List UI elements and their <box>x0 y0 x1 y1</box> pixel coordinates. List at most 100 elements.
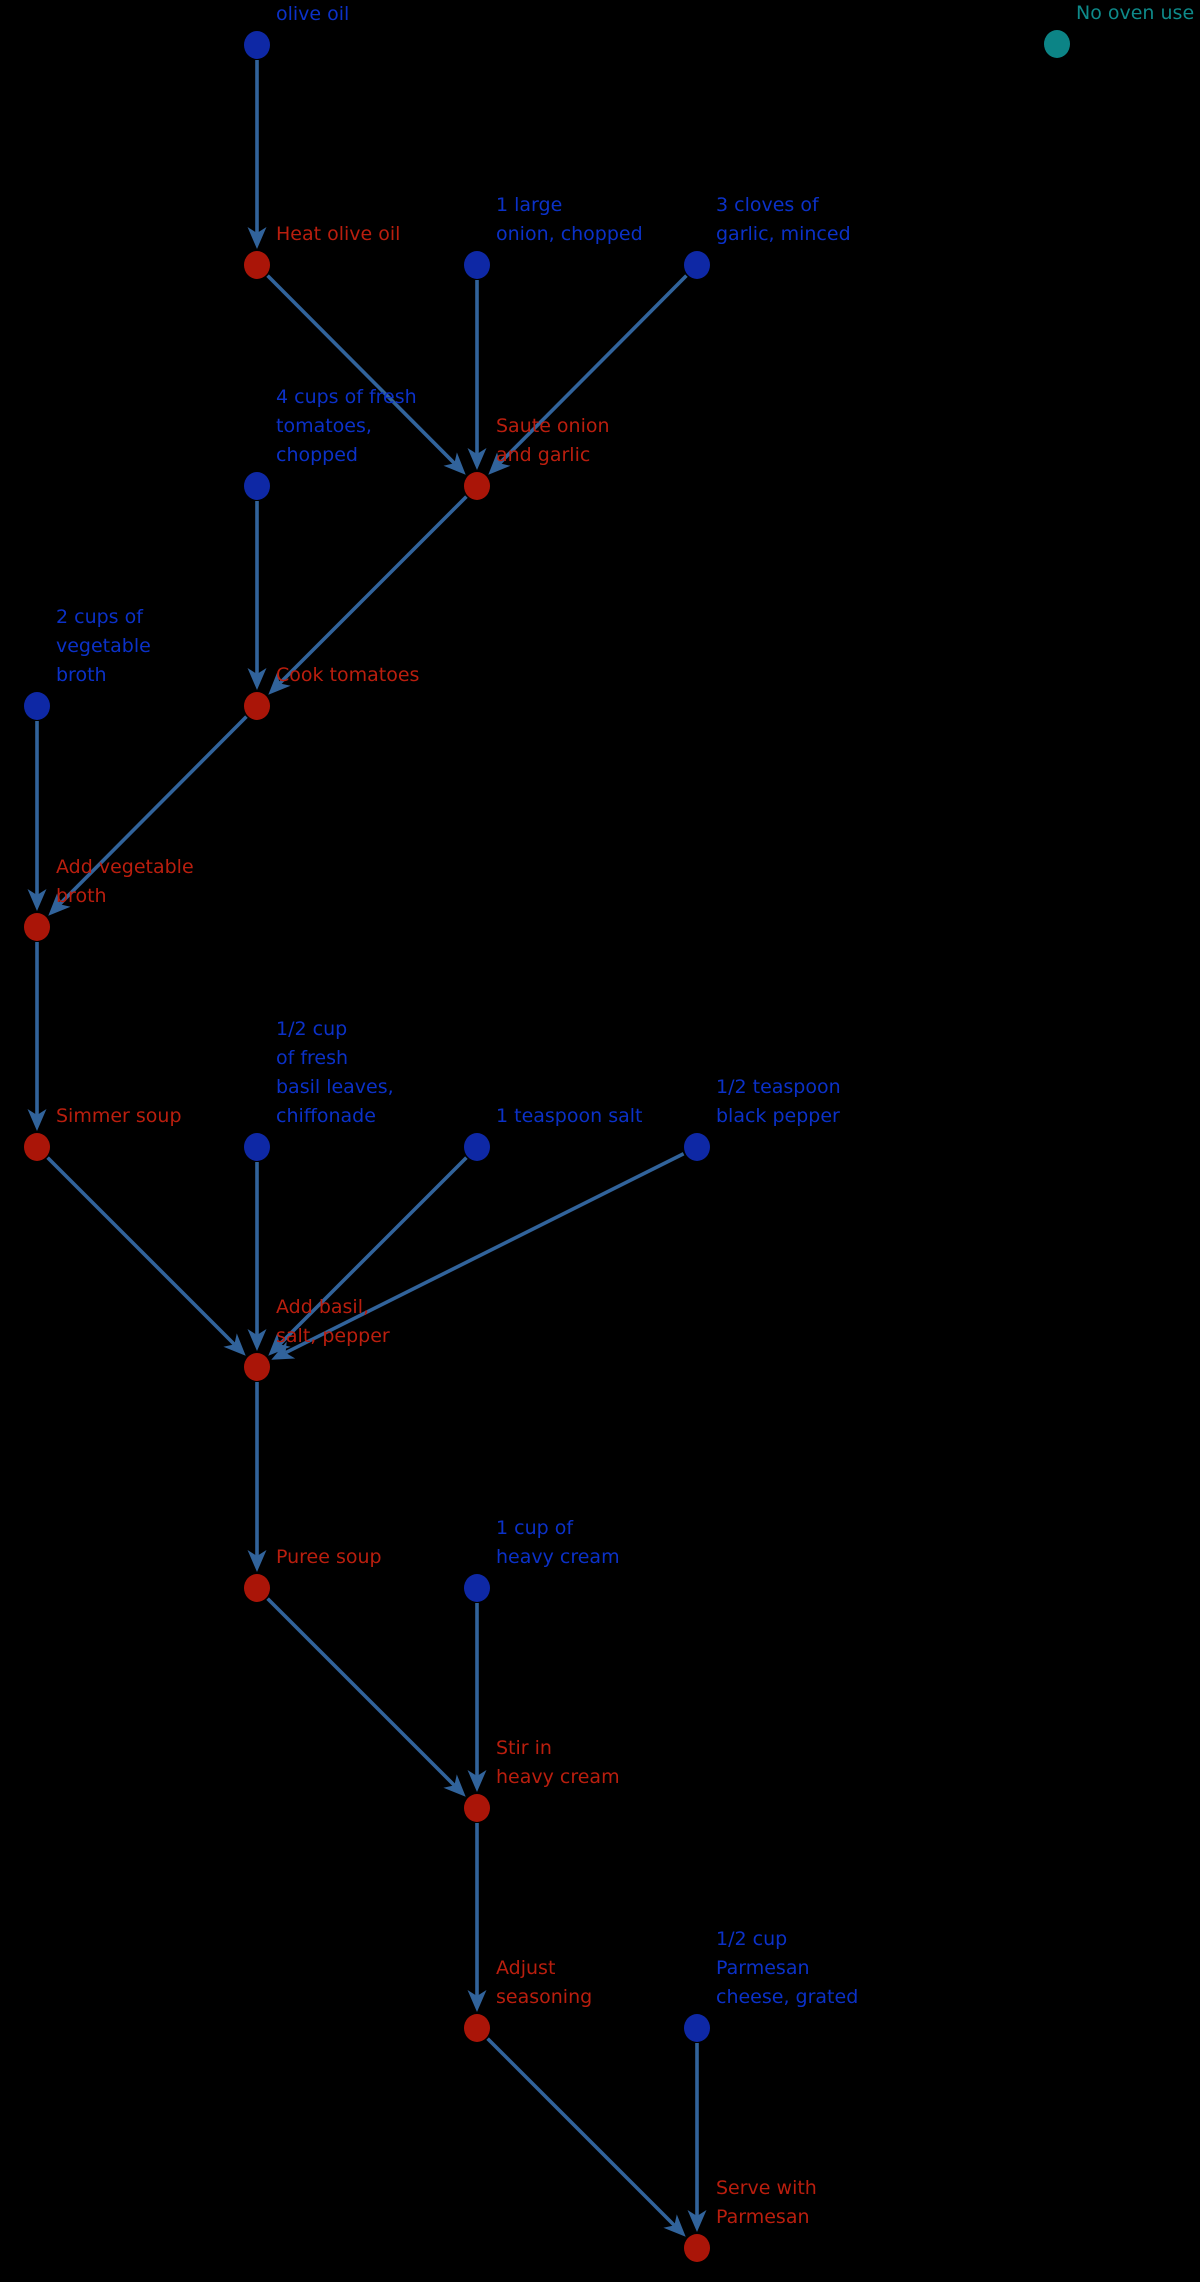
label-line: 2 cups of <box>56 606 143 628</box>
node-heat_oil <box>244 251 270 279</box>
node-serve <box>684 2234 710 2262</box>
node-label-heat_oil: Heat olive oil <box>276 220 400 249</box>
label-line: 1 large <box>496 194 563 216</box>
node-label-salt: 1 teaspoon salt <box>496 1102 642 1131</box>
label-line: of fresh <box>276 1047 349 1069</box>
node-cream <box>464 1574 490 1602</box>
node-label-olive_oil: olive oil <box>276 0 349 29</box>
edge-salt-to-add_basil <box>278 1156 468 1346</box>
label-line: seasoning <box>496 1986 593 2008</box>
label-line: Parmesan <box>716 1957 810 1979</box>
label-line: heavy cream <box>496 1546 620 1568</box>
arrowhead-parmesan-to-serve <box>687 2210 707 2232</box>
label-line: 1/2 cup <box>716 1928 788 1950</box>
label-line: 1/2 teaspoon <box>716 1076 841 1098</box>
label-line: broth <box>56 885 107 907</box>
label-line: Heat olive oil <box>276 223 401 245</box>
label-line: olive oil <box>276 3 350 25</box>
arrowhead-basil-to-add_basil <box>247 1329 267 1351</box>
label-line: garlic, minced <box>716 223 851 245</box>
node-label-saute: Saute onion and garlic <box>496 412 610 470</box>
node-label-cream: 1 cup of heavy cream <box>496 1514 620 1572</box>
arrowhead-salt-to-add_basil <box>268 1333 291 1356</box>
arrowhead-cream-to-stir_cream <box>467 1770 487 1792</box>
arrowhead-heat_oil-to-saute <box>443 452 466 475</box>
edge-puree-to-stir_cream <box>266 1597 456 1787</box>
arrowhead-stir_cream-to-adjust <box>467 1990 487 2012</box>
node-pepper <box>684 1133 710 1161</box>
node-label-cook_tomatoes: Cook tomatoes <box>276 661 419 690</box>
node-puree <box>244 1574 270 1602</box>
arrowhead-saute-to-cook_tomatoes <box>268 672 291 695</box>
arrowhead-broth-to-add_broth <box>27 889 47 911</box>
label-line: broth <box>56 664 107 686</box>
label-line: onion, chopped <box>496 223 643 245</box>
node-no_oven <box>1044 30 1070 58</box>
label-line: chiffonade <box>276 1105 376 1127</box>
label-line: vegetable <box>56 635 151 657</box>
arrowhead-olive_oil-to-heat_oil <box>247 227 267 249</box>
node-onion <box>464 251 490 279</box>
label-line: tomatoes, <box>276 415 372 437</box>
node-label-garlic: 3 cloves of garlic, minced <box>716 191 851 249</box>
node-simmer <box>24 1133 50 1161</box>
label-line: Puree soup <box>276 1546 382 1568</box>
label-line: Add vegetable <box>56 856 194 878</box>
label-line: salt, pepper <box>276 1325 390 1347</box>
label-line: Parmesan <box>716 2206 810 2228</box>
node-add_broth <box>24 913 50 941</box>
arrowhead-simmer-to-add_basil <box>223 1333 246 1356</box>
node-label-add_broth: Add vegetable broth <box>56 853 194 911</box>
node-label-puree: Puree soup <box>276 1543 382 1572</box>
label-line: 1 teaspoon salt <box>496 1105 643 1127</box>
node-basil <box>244 1133 270 1161</box>
arrowhead-garlic-to-saute <box>488 452 511 475</box>
label-line: No oven use <box>1076 2 1195 24</box>
edge-heat_oil-to-saute <box>266 274 456 465</box>
node-label-add_basil: Add basil, salt, pepper <box>276 1293 390 1351</box>
edge-garlic-to-saute <box>498 274 688 465</box>
node-label-tomatoes: 4 cups of fresh tomatoes, chopped <box>276 383 417 470</box>
node-broth <box>24 692 50 720</box>
label-line: and garlic <box>496 444 591 466</box>
label-line: Serve with <box>716 2177 817 2199</box>
node-label-broth: 2 cups of vegetable broth <box>56 603 151 690</box>
node-tomatoes <box>244 472 270 500</box>
arrowhead-onion-to-saute <box>467 448 487 470</box>
node-label-no_oven: No oven use <box>1076 0 1194 28</box>
node-garlic <box>684 251 710 279</box>
label-line: cheese, grated <box>716 1986 859 2008</box>
label-line: Simmer soup <box>56 1105 182 1127</box>
label-line: 1/2 cup <box>276 1018 348 1040</box>
edge-simmer-to-add_basil <box>46 1156 236 1346</box>
edge-saute-to-cook_tomatoes <box>278 495 468 685</box>
node-add_basil <box>244 1353 270 1381</box>
arrowhead-cook_tomatoes-to-add_broth <box>48 893 71 916</box>
label-line: 3 cloves of <box>716 194 819 216</box>
node-saute <box>464 472 490 500</box>
node-label-onion: 1 large onion, chopped <box>496 191 643 249</box>
node-label-simmer: Simmer soup <box>56 1102 182 1131</box>
label-line: 4 cups of fresh <box>276 386 417 408</box>
edge-adjust-to-serve <box>486 2037 676 2227</box>
node-salt <box>464 1133 490 1161</box>
label-line: 1 cup of <box>496 1517 574 1539</box>
node-cook_tomatoes <box>244 692 270 720</box>
arrowhead-adjust-to-serve <box>663 2214 686 2237</box>
label-line: Saute onion <box>496 415 610 437</box>
node-adjust <box>464 2014 490 2042</box>
arrowhead-tomatoes-to-cook_tomatoes <box>247 668 267 690</box>
label-line: heavy cream <box>496 1766 620 1788</box>
label-line: Cook tomatoes <box>276 664 420 686</box>
edge-cook_tomatoes-to-add_broth <box>58 715 248 906</box>
edge-pepper-to-add_basil <box>284 1152 685 1355</box>
label-line: Add basil, <box>276 1296 370 1318</box>
label-line: chopped <box>276 444 358 466</box>
arrowhead-add_broth-to-simmer <box>27 1109 47 1131</box>
